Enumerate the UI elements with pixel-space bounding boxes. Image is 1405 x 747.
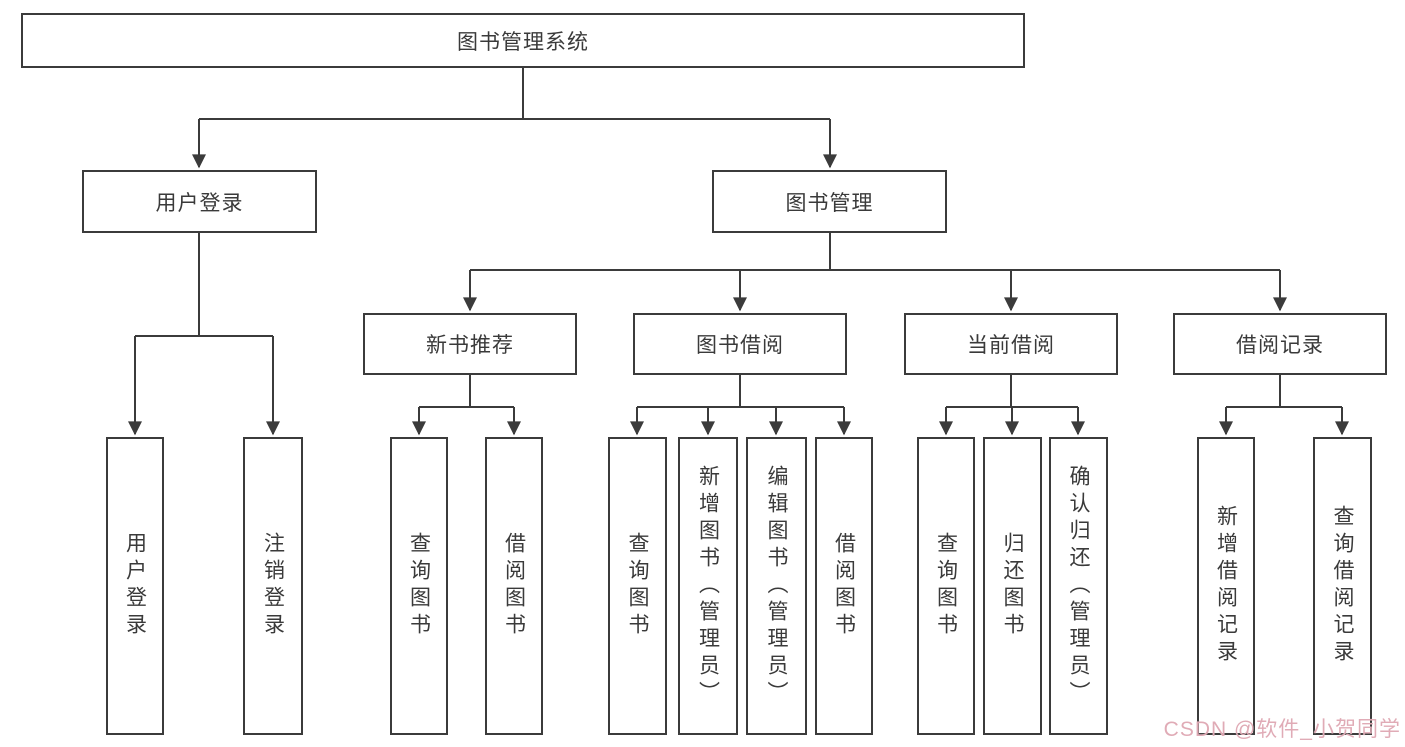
leaf-query-books-recommend: 查询图书 — [390, 437, 448, 735]
node-label: 用户登录 — [155, 191, 244, 215]
leaf-add-books-admin: 新增图书（管理员） — [678, 437, 738, 735]
node-label: 借阅图书 — [502, 532, 526, 640]
leaf-query-books-current: 查询图书 — [917, 437, 975, 735]
node-library-management-system: 图书管理系统 — [21, 13, 1025, 68]
leaf-query-books-borrow: 查询图书 — [608, 437, 667, 735]
leaf-return-books: 归还图书 — [983, 437, 1042, 735]
node-label: 新书推荐 — [426, 334, 514, 357]
node-label: 借阅图书 — [832, 532, 856, 640]
leaf-logout: 注销登录 — [243, 437, 303, 735]
node-label: 确认归还（管理员） — [1067, 464, 1091, 708]
leaf-user-login: 用户登录 — [106, 437, 164, 735]
node-new-book-recommend: 新书推荐 — [363, 313, 577, 375]
node-book-management: 图书管理 — [712, 170, 947, 233]
node-label: 图书管理系统 — [457, 30, 589, 54]
node-label: 注销登录 — [261, 532, 285, 640]
node-label: 编辑图书（管理员） — [765, 464, 789, 708]
node-label: 归还图书 — [1001, 532, 1025, 640]
node-user-login: 用户登录 — [82, 170, 317, 233]
node-label: 用户登录 — [123, 532, 147, 640]
leaf-confirm-return-admin: 确认归还（管理员） — [1049, 437, 1108, 735]
node-book-borrow: 图书借阅 — [633, 313, 847, 375]
leaf-borrow-books: 借阅图书 — [815, 437, 873, 735]
node-label: 查询图书 — [626, 532, 650, 640]
node-label: 查询借阅记录 — [1331, 505, 1355, 667]
node-current-borrow: 当前借阅 — [904, 313, 1118, 375]
node-label: 新增图书（管理员） — [696, 464, 720, 708]
leaf-query-borrow-record: 查询借阅记录 — [1313, 437, 1372, 735]
node-label: 借阅记录 — [1236, 334, 1324, 357]
node-label: 查询图书 — [407, 532, 431, 640]
leaf-edit-books-admin: 编辑图书（管理员） — [746, 437, 807, 735]
node-label: 图书借阅 — [696, 334, 784, 357]
node-label: 图书管理 — [785, 191, 874, 215]
node-label: 查询图书 — [934, 532, 958, 640]
leaf-borrow-books-recommend: 借阅图书 — [485, 437, 543, 735]
node-borrow-records: 借阅记录 — [1173, 313, 1387, 375]
node-label: 新增借阅记录 — [1214, 505, 1238, 667]
node-label: 当前借阅 — [967, 334, 1055, 357]
leaf-add-borrow-record: 新增借阅记录 — [1197, 437, 1255, 735]
tree-elbow-segments — [135, 68, 1342, 408]
